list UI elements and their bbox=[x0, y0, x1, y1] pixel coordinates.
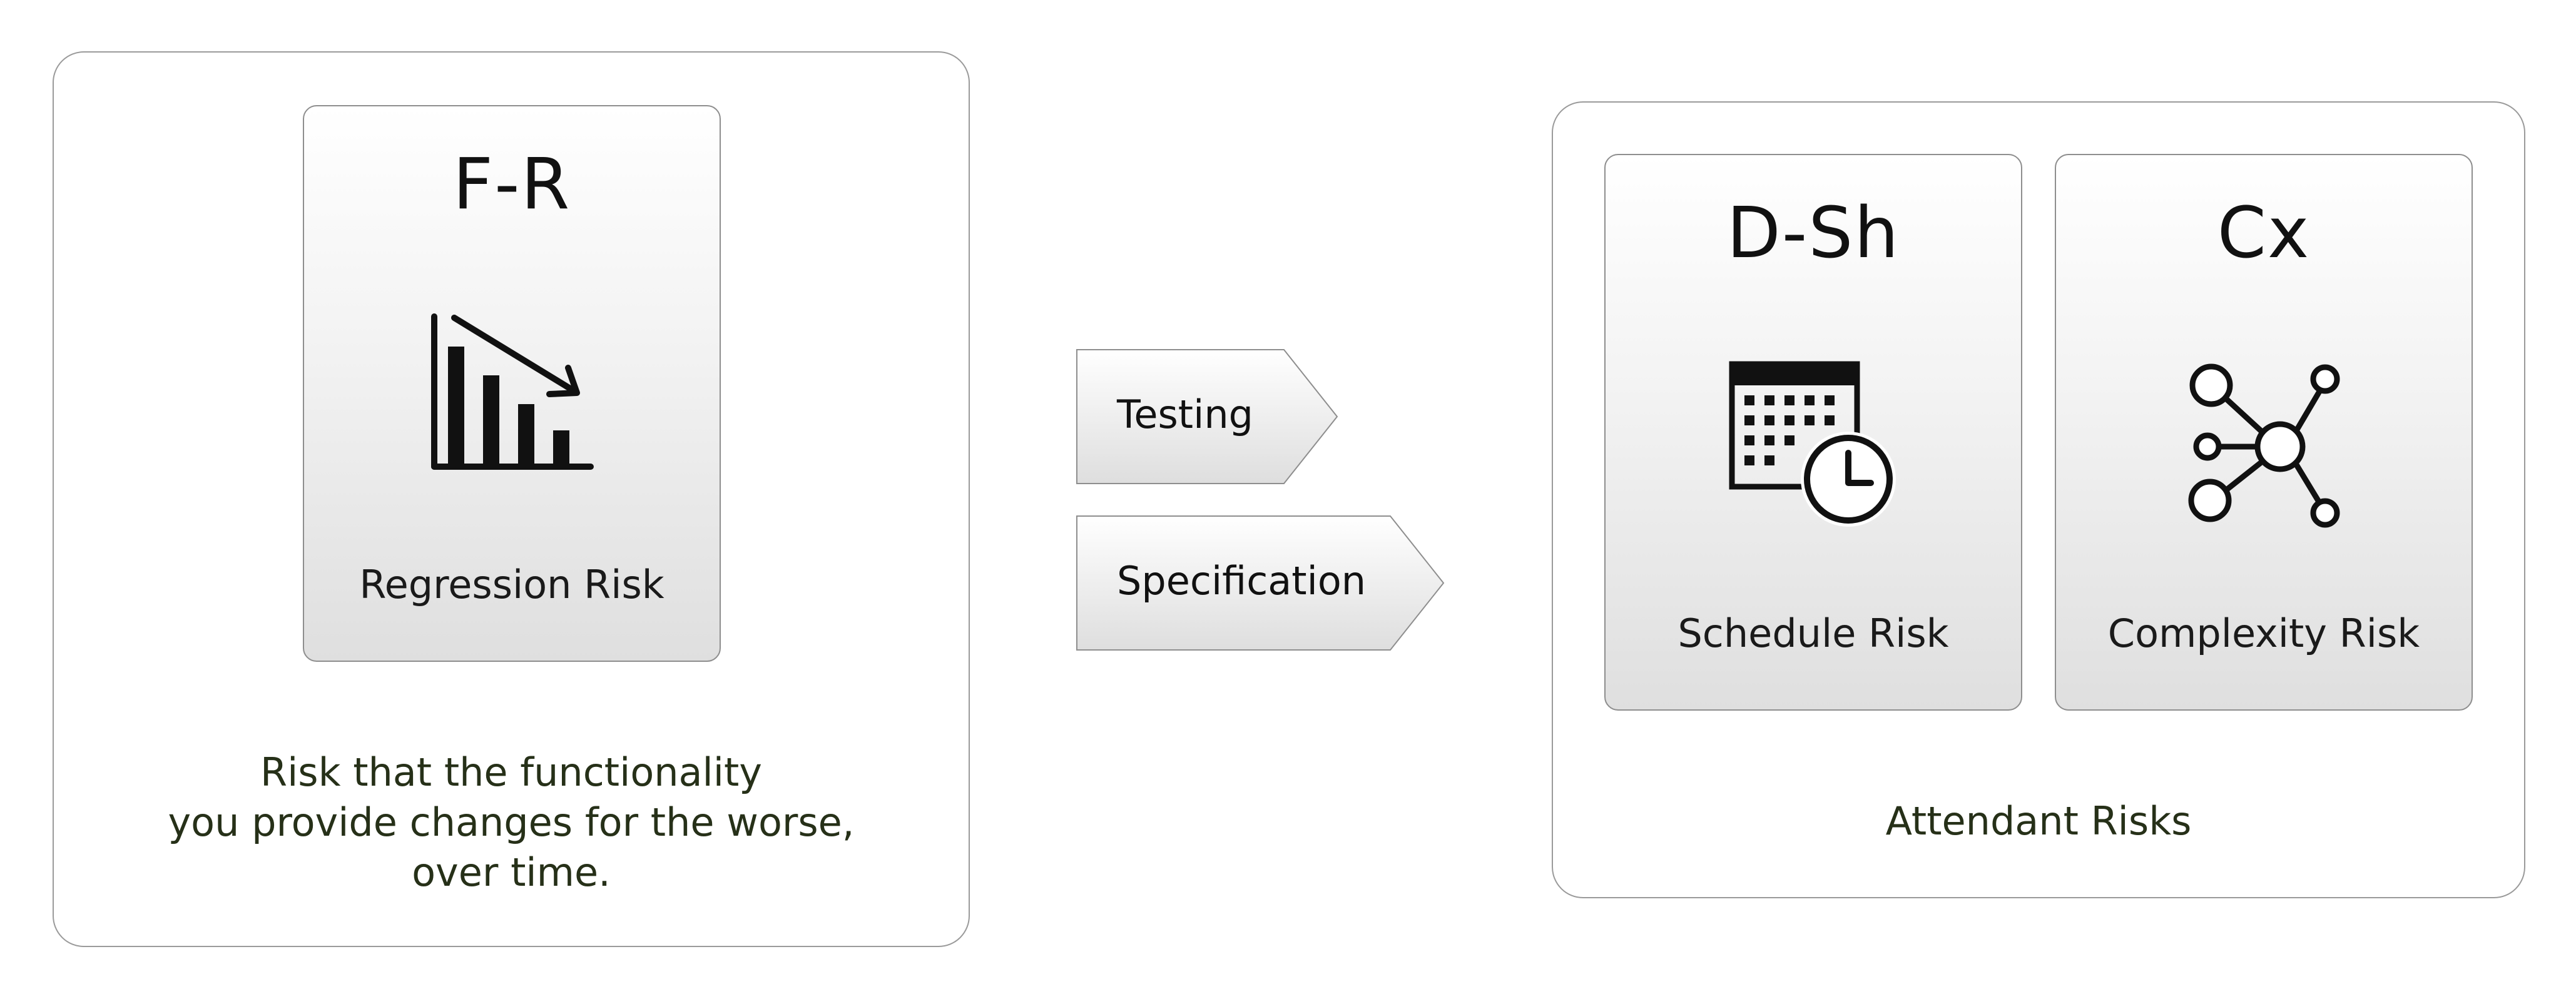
declining-bar-chart-icon bbox=[429, 310, 598, 479]
card-label: Complexity Risk bbox=[2107, 611, 2420, 656]
attendant-risks-panel: D-Sh Schedule Risk Cx bbox=[1552, 101, 2525, 898]
calendar-clock-icon bbox=[1728, 359, 1897, 528]
description-line-2: you provide changes for the worse, bbox=[168, 799, 855, 845]
card-code: Cx bbox=[2217, 193, 2311, 274]
description-line-1: Risk that the functionality bbox=[260, 749, 762, 795]
card-code: F-R bbox=[452, 144, 571, 225]
network-nodes-icon bbox=[2180, 359, 2361, 540]
specification-arrow[interactable]: Specification bbox=[1076, 515, 1445, 651]
arrow-label: Testing bbox=[1117, 392, 1253, 437]
complexity-risk-card[interactable]: Cx Complexity R bbox=[2055, 154, 2473, 711]
card-label: Schedule Risk bbox=[1677, 611, 1949, 656]
card-label: Regression Risk bbox=[359, 562, 664, 607]
testing-arrow[interactable]: Testing bbox=[1076, 349, 1339, 484]
description-line-3: over time. bbox=[412, 849, 611, 895]
left-panel: F-R Regression Risk Risk that the functi… bbox=[53, 51, 970, 947]
regression-risk-card[interactable]: F-R Regression Risk bbox=[303, 105, 721, 662]
panel-caption: Attendant Risks bbox=[1885, 798, 2192, 844]
card-code: D-Sh bbox=[1726, 193, 1900, 274]
arrow-label: Specification bbox=[1117, 558, 1367, 604]
schedule-risk-card[interactable]: D-Sh Schedule Risk bbox=[1604, 154, 2022, 711]
